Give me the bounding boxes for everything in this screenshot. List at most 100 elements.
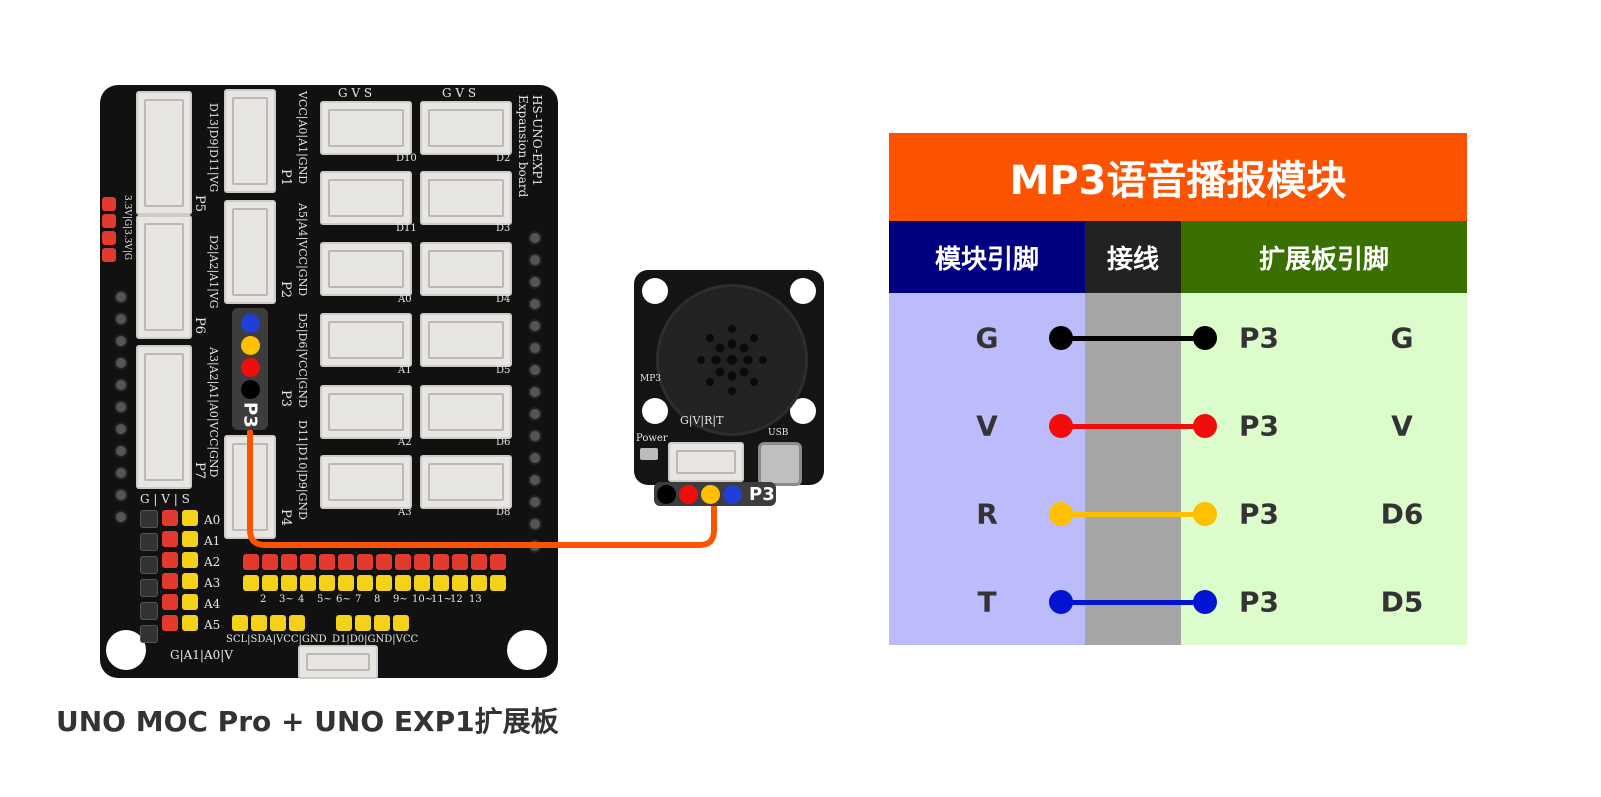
label-a2: A2 [398,437,412,448]
dot-blue [240,314,260,333]
bottom-left-label: G|A1|A0|V [170,648,233,662]
cable-path [247,429,717,548]
board-title-line1: HS-UNO-EXP1 [530,95,544,187]
dot-black [657,484,676,504]
wire-line [1061,423,1205,429]
digital-pins-yellow [243,575,506,591]
wire-line [1061,599,1205,605]
connector-bottom [298,645,378,679]
label-a0: A0 [398,294,412,305]
port-label-p7: P7 [192,462,207,480]
dot-black [240,380,260,399]
module-pin-cell: G [975,321,999,355]
module-tag-label: P3 [749,483,775,505]
digital-labels: 2 3~ 4 5~ 6~ 7 8 9~ 10~ 11~ 12 13 [260,594,482,605]
dot-blue [723,484,742,504]
mounting-hole [507,630,547,670]
p7-pin-label: A3|A2|A1|A0|VCC|GND [207,347,220,478]
mounting-hole [106,630,146,670]
header-board-pin: 扩展板引脚 [1181,221,1467,293]
port-cell: P3 [1238,585,1280,619]
power-pins [102,197,116,262]
connector-d11 [320,171,412,225]
module-hole [642,278,668,304]
table-title: MP3语音播报模块 [889,133,1467,221]
label-a3: A3 [398,507,412,518]
wire-end-dot [1193,590,1217,614]
label-d4: D4 [496,294,511,305]
p6-pin-label: D2|A2|A1|VG [207,235,220,309]
p5-pin-label: D13|D9|D11|VG [207,103,220,193]
p2-pin-label: A5|A4|VCC|GND [296,203,309,297]
column-wiring [1085,293,1181,645]
speaker-grille-icon [697,325,767,395]
mp3-label: MP3 [640,374,661,384]
wire-line [1061,335,1205,341]
label-d10: D10 [396,153,417,164]
column-board-pin [1181,293,1467,645]
port-label-p5: P5 [192,195,207,213]
label-d6: D6 [496,437,511,448]
connector-a2 [320,385,412,439]
module-pin-cell: R [976,497,998,531]
connector-p1 [224,89,276,193]
power-led [640,448,658,460]
i2c-pins [232,615,305,631]
speaker [656,284,808,436]
label-d2: D2 [496,153,511,164]
top-header-label-1: G V S [338,86,373,100]
port-label-p1: P1 [278,169,293,187]
wire-end-dot [1193,414,1217,438]
dot-yellow [701,484,720,504]
dot-red [240,358,260,377]
p1-pin-label: VCC|A0|A1|GND [296,91,309,185]
board-pin-cell: D5 [1380,585,1424,619]
digital-pins-red [243,554,506,570]
label-a1: A1 [398,365,412,376]
usb-label: USB [768,428,789,438]
board-caption: UNO MOC Pro + UNO EXP1扩展板 [56,705,559,738]
connector-d5 [420,313,512,367]
port-label-p4: P4 [278,509,293,527]
board-pin-cell: G [1390,321,1414,355]
dot-red [679,484,698,504]
module-pin-label: G|V|R|T [680,414,724,427]
label-d11: D11 [396,223,417,234]
dot-yellow [240,336,260,355]
port-label-p3: P3 [278,390,293,408]
column-module-pin [889,293,1085,645]
wire-end-dot [1049,326,1073,350]
board-pin-cell: D6 [1380,497,1424,531]
power-label: 3.3V|G|3.3V|G [122,195,132,261]
left-edge-pins [114,290,128,524]
module-p3-tag: P3 [654,482,776,506]
label-d5: D5 [496,365,511,376]
serial-pins [336,615,409,631]
module-pin-cell: V [976,409,998,443]
port-cell: P3 [1238,497,1280,531]
label-d8: D8 [496,507,511,518]
right-edge-pins [528,231,542,553]
power-led-label: Power [636,433,668,444]
port-label-p6: P6 [192,317,207,335]
board-title-line2: Expansion board [516,95,530,198]
header-wiring: 接线 [1085,221,1181,293]
p4-pin-label: D11|D10|D9|GND [296,420,309,520]
connector-p2 [224,200,276,304]
connector-d2 [420,101,512,155]
label-d3: D3 [496,223,511,234]
analog-labels: A0 A1 A2 A3 A4 A5 [204,513,221,632]
port-label-p2: P2 [278,281,293,299]
port-cell: P3 [1238,409,1280,443]
board-pin-cell: V [1391,409,1413,443]
i2c-label: SCL|SDA|VCC|GND [226,634,327,645]
port-cell: P3 [1238,321,1280,355]
serial-label: D1|D0|GND|VCC [332,634,419,645]
wire-end-dot [1049,414,1073,438]
connector-d3 [420,171,512,225]
top-header-label-2: G V S [442,86,477,100]
connector-a0 [320,242,412,296]
connector-a1 [320,313,412,367]
board-p3-tag: P3 [232,308,268,430]
